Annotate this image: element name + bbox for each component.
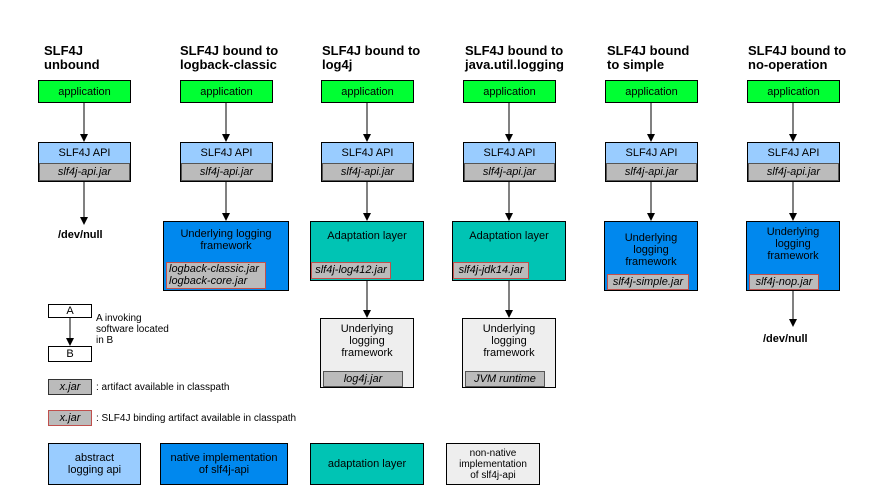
impl-label-logback: Underlying logging framework [180, 228, 272, 252]
api-box-log4j: SLF4J API slf4j-api.jar [321, 142, 414, 182]
impl-jar-logback: logback-classic.jar logback-core.jar [166, 262, 266, 289]
application-box-nop: application [747, 80, 840, 103]
title-logback: SLF4J bound to logback-classic [180, 43, 279, 72]
legend-bind-sample: x.jar [48, 410, 92, 426]
api-box-nop: SLF4J API slf4j-api.jar [747, 142, 840, 182]
legend-key-nonnative: non-native implementation of slf4j-api [446, 443, 540, 485]
title-simple: SLF4J bound to simple [607, 43, 690, 72]
adapter-label-jul: Adaptation layer [469, 230, 549, 242]
impl-label-nop: Underlying logging framework [766, 226, 820, 262]
title-nop: SLF4J bound to no-operation [748, 43, 847, 72]
api-box-jul: SLF4J API slf4j-api.jar [463, 142, 556, 182]
legend-jar-text: : artifact available in classpath [96, 382, 230, 393]
impl-jar-nop: slf4j-nop.jar [749, 274, 819, 290]
legend-invoke-text: A invoking software located in B [96, 313, 169, 346]
application-box-unbound: application [38, 80, 131, 103]
title-jul: SLF4J bound to java.util.logging [465, 43, 564, 72]
legend-b-box: B [48, 346, 92, 362]
impl-box-simple: Underlying logging framework slf4j-simpl… [604, 221, 698, 291]
api-jar-jul: slf4j-api.jar [464, 163, 555, 181]
api-label-nop: SLF4J API [767, 147, 820, 159]
legend-bind-text: : SLF4J binding artifact available in cl… [96, 413, 297, 424]
application-box-jul: application [463, 80, 556, 103]
legend-a-box: A [48, 304, 92, 318]
impl-box-nop: Underlying logging framework slf4j-nop.j… [746, 221, 840, 291]
impl-jar-simple: slf4j-simple.jar [607, 274, 689, 290]
api-jar-nop: slf4j-api.jar [748, 163, 839, 181]
impl-box-log4j: Underlying logging framework log4j.jar [320, 318, 414, 388]
api-jar-simple: slf4j-api.jar [606, 163, 697, 181]
adapter-box-jul: Adaptation layer slf4j-jdk14.jar [452, 221, 566, 281]
api-box-simple: SLF4J API slf4j-api.jar [605, 142, 698, 182]
adapter-jar-log4j: slf4j-log412.jar [311, 262, 391, 279]
api-box-unbound: SLF4J API slf4j-api.jar [38, 142, 131, 182]
application-box-simple: application [605, 80, 698, 103]
api-jar-log4j: slf4j-api.jar [322, 163, 413, 181]
adapter-label-log4j: Adaptation layer [327, 230, 407, 242]
adapter-jar-jul: slf4j-jdk14.jar [453, 262, 529, 279]
impl-label-log4j: Underlying logging framework [340, 323, 394, 359]
devnull-unbound: /dev/null [58, 229, 103, 241]
devnull-nop: /dev/null [763, 333, 808, 345]
api-label-jul: SLF4J API [483, 147, 536, 159]
legend-key-native: native implementation of slf4j-api [160, 443, 288, 485]
legend-key-api: abstract logging api [48, 443, 141, 485]
title-log4j: SLF4J bound to log4j [322, 43, 421, 72]
legend-key-adapter: adaptation layer [310, 443, 424, 485]
impl-box-logback: Underlying logging framework logback-cla… [163, 221, 289, 291]
api-label-simple: SLF4J API [625, 147, 678, 159]
impl-label-simple: Underlying logging framework [624, 232, 678, 268]
legend-jar-sample: x.jar [48, 379, 92, 395]
api-jar-unbound: slf4j-api.jar [39, 163, 130, 181]
impl-jar-jul: JVM runtime [465, 371, 545, 387]
application-box-log4j: application [321, 80, 414, 103]
application-box-logback: application [180, 80, 273, 103]
impl-jar-log4j: log4j.jar [323, 371, 403, 387]
impl-label-jul: Underlying logging framework [482, 323, 536, 359]
adapter-box-log4j: Adaptation layer slf4j-log412.jar [310, 221, 424, 281]
api-label-log4j: SLF4J API [341, 147, 394, 159]
api-jar-logback: slf4j-api.jar [181, 163, 272, 181]
title-unbound: SLF4J unbound [44, 43, 100, 72]
impl-box-jul: Underlying logging framework JVM runtime [462, 318, 556, 388]
api-label-logback: SLF4J API [200, 147, 253, 159]
api-label-unbound: SLF4J API [58, 147, 111, 159]
api-box-logback: SLF4J API slf4j-api.jar [180, 142, 273, 182]
